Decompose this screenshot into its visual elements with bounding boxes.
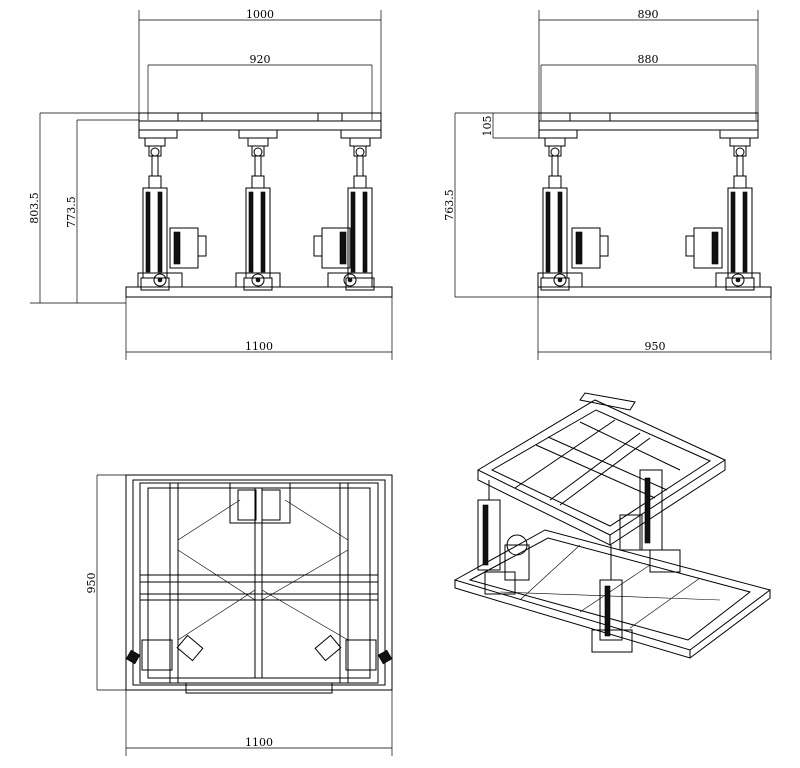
side-platform	[538, 112, 759, 139]
dimension-label: 1000	[246, 8, 274, 21]
dimension-side-plate-thickness: 105	[481, 113, 539, 139]
actuator-side-right	[725, 137, 755, 291]
mount-center	[235, 272, 281, 288]
dimension-label: 890	[638, 8, 659, 21]
side-view: 890 880 950 105 763.5	[443, 8, 772, 360]
side-base	[537, 286, 772, 298]
motor-left	[169, 227, 207, 269]
isometric-view	[453, 392, 772, 659]
dimension-front-base-width: 1100	[125, 297, 393, 360]
mount-side-left	[537, 272, 583, 288]
actuator-left	[140, 137, 170, 291]
mount-left	[137, 272, 183, 288]
mount-side-right	[715, 272, 761, 288]
front-view: 1000 920 1100 803.5	[28, 8, 393, 360]
dimension-front-inner-width: 920	[147, 53, 373, 120]
dimension-side-platform-height: 763.5	[443, 112, 539, 298]
dimension-label: 803.5	[28, 192, 41, 224]
dimension-label: 105	[481, 116, 494, 137]
dimension-label: 950	[645, 340, 666, 353]
motor-side-right	[685, 227, 723, 269]
mount-right	[327, 272, 373, 288]
dimension-label: 763.5	[443, 189, 456, 221]
dimension-label: 920	[250, 53, 271, 66]
dimension-label: 1100	[245, 340, 273, 353]
motor-side-left	[571, 227, 609, 269]
dimension-side-inner-width: 880	[540, 53, 757, 120]
front-platform	[138, 112, 382, 139]
iso-actuator-right	[619, 469, 681, 573]
dimension-side-base-width: 950	[537, 297, 772, 360]
dimension-top-width: 1100	[125, 690, 393, 756]
dimension-side-top-width: 890	[538, 8, 759, 120]
dimension-front-platform-height: 773.5	[65, 119, 139, 303]
dimension-label: 1100	[245, 736, 273, 749]
front-base	[125, 286, 393, 298]
motor-right	[313, 227, 351, 269]
actuator-side-left	[540, 137, 570, 291]
dimension-label: 880	[638, 53, 659, 66]
dimension-label: 773.5	[65, 196, 78, 228]
iso-actuator-left	[477, 480, 530, 595]
actuator-center	[243, 137, 273, 291]
dimension-front-total-height: 803.5	[28, 112, 139, 304]
iso-actuator-front	[591, 545, 633, 653]
dimension-front-top-width: 1000	[138, 8, 382, 120]
dimension-label: 950	[85, 573, 98, 594]
top-view: 950 1100	[85, 474, 393, 756]
dimension-top-depth: 950	[85, 474, 126, 691]
